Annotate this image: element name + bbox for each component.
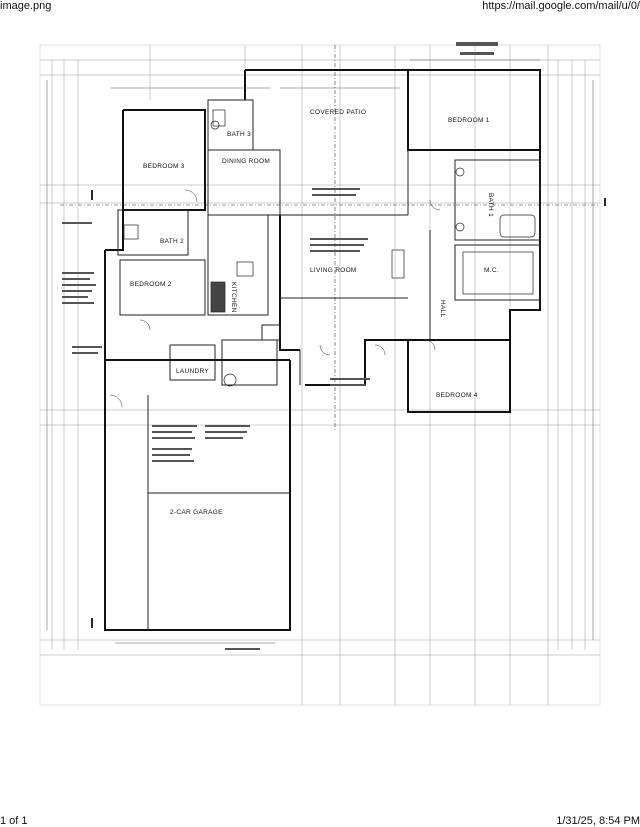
- room-label-bath-1: BATH 1: [487, 193, 494, 217]
- door-swings: [109, 189, 441, 408]
- room-label-covered-patio: COVERED PATIO: [310, 109, 366, 116]
- room-label-bedroom-3: BEDROOM 3: [143, 163, 185, 170]
- room-label-laundry: LAUNDRY: [176, 368, 209, 375]
- fixtures: [123, 109, 536, 387]
- page-url: https://mail.google.com/mail/u/0/: [482, 0, 640, 12]
- interior-walls: [117, 99, 541, 630]
- room-label-garage: 2-CAR GARAGE: [170, 509, 223, 516]
- room-label-living-room: LIVING ROOM: [310, 267, 357, 274]
- room-label-kitchen: KITCHEN: [230, 282, 237, 313]
- page-count: 1 of 1: [0, 815, 28, 827]
- room-label-bedroom-2: BEDROOM 2: [130, 281, 172, 288]
- room-label-bedroom-4: BEDROOM 4: [436, 392, 478, 399]
- room-label-mc: M.C.: [484, 267, 499, 274]
- room-label-hall: HALL: [439, 300, 446, 318]
- print-datetime: 1/31/25, 8:54 PM: [556, 815, 640, 827]
- room-label-dining-room: DINING ROOM: [222, 158, 270, 165]
- room-label-bedroom-1: BEDROOM 1: [448, 117, 490, 124]
- room-label-bath-2: BATH 2: [160, 238, 184, 245]
- image-filename: image.png: [0, 0, 52, 12]
- room-label-bath-3: BATH 3: [227, 131, 251, 138]
